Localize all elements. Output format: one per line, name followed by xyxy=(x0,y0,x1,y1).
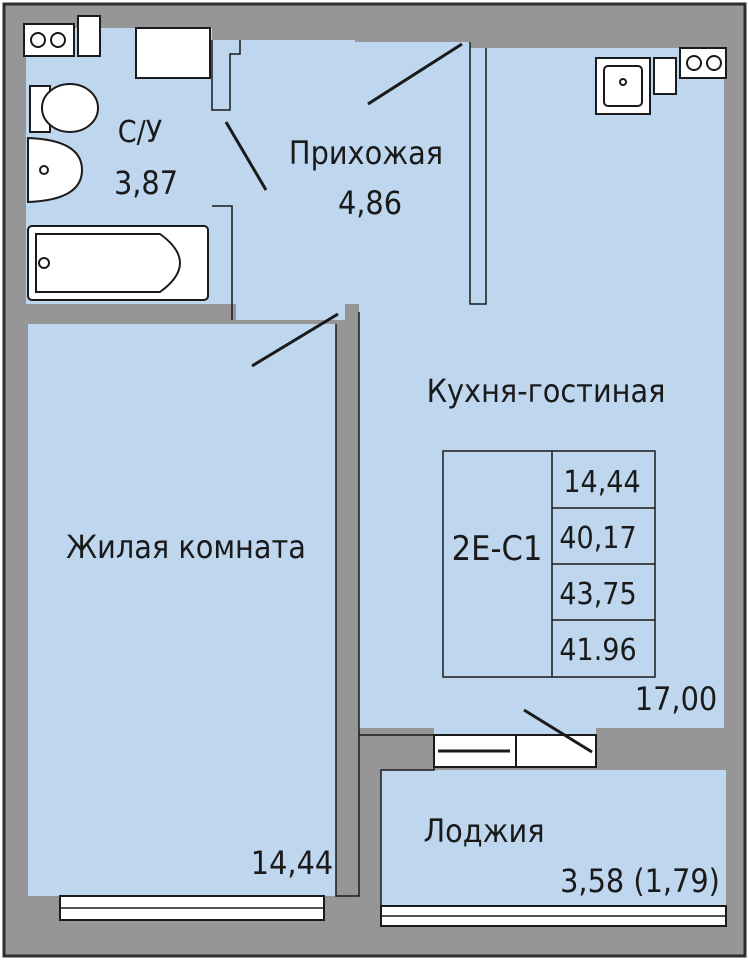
bathtub-icon xyxy=(27,225,209,301)
loggia-wall xyxy=(359,734,435,906)
sink-icon xyxy=(27,136,84,204)
legend-code: 2Е-С1 xyxy=(452,529,543,569)
balcony-door[interactable] xyxy=(523,708,593,754)
loggia-name: Лоджия xyxy=(423,812,544,850)
loggia-floor[interactable] xyxy=(381,770,726,906)
living-room-door[interactable] xyxy=(251,312,339,368)
bathroom-name: С/У xyxy=(118,115,162,150)
kitchen-sink-icon xyxy=(595,57,651,115)
living-wall xyxy=(335,312,360,897)
toilet-icon xyxy=(29,83,99,133)
hallway-area: 4,86 xyxy=(338,184,402,222)
legend-value-4: 41.96 xyxy=(559,633,636,668)
cabinet-icon xyxy=(135,27,211,79)
kitchen-living-area: 17,00 xyxy=(635,680,717,718)
legend-value-2: 40,17 xyxy=(559,521,636,556)
legend-value-1: 14,44 xyxy=(563,465,640,500)
hallway-name: Прихожая xyxy=(289,134,443,172)
bathroom-wall xyxy=(211,40,241,111)
living-room-area: 14,44 xyxy=(251,844,333,882)
kitchen-wall xyxy=(469,42,487,305)
kitchen-boiler-icon xyxy=(653,57,677,95)
kitchen-living-name: Кухня-гостиная xyxy=(427,372,666,410)
hallway-floor[interactable] xyxy=(212,40,470,320)
living-room-name: Жилая комната xyxy=(66,528,306,566)
living-room-floor[interactable] xyxy=(28,324,336,896)
bathroom-area: 3,87 xyxy=(114,164,178,202)
loggia-door-frame-right xyxy=(515,734,597,768)
bathroom-door[interactable] xyxy=(224,121,268,191)
bathroom-wall-lower xyxy=(212,205,233,320)
stove-icon xyxy=(679,47,727,79)
loggia-area: 3,58 (1,79) xyxy=(560,862,720,900)
washer-icon xyxy=(23,23,75,57)
legend-table xyxy=(442,450,656,678)
entrance-door[interactable] xyxy=(367,42,463,106)
boiler-icon xyxy=(77,15,101,57)
legend-value-3: 43,75 xyxy=(559,577,636,612)
